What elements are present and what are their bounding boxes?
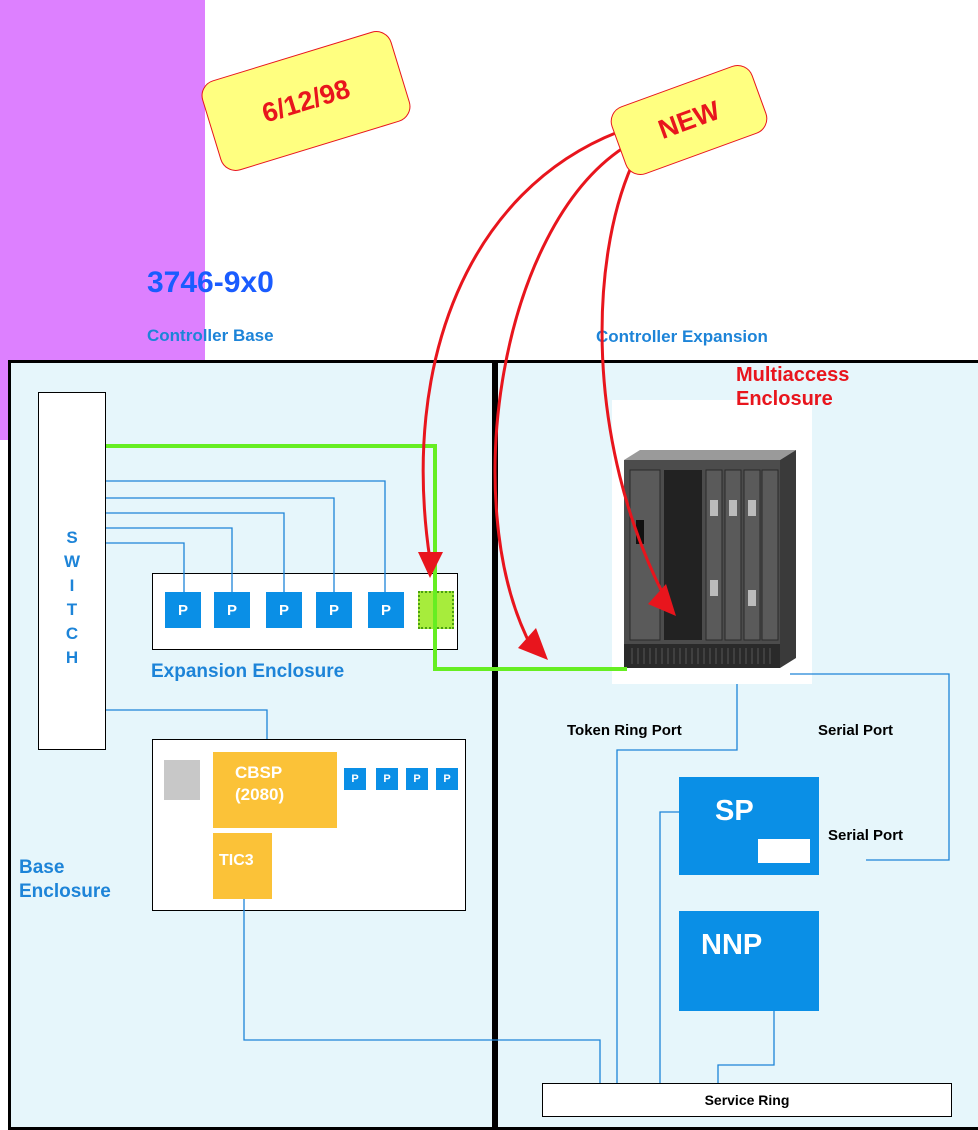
base-enclosure-label: Base Enclosure: [19, 857, 111, 902]
service-ring-box: Service Ring: [542, 1083, 952, 1117]
expansion-p-card: P: [266, 592, 302, 628]
expansion-p-card: P: [214, 592, 250, 628]
expansion-enclosure-box: [152, 573, 458, 650]
tic3-card: TIC3: [213, 833, 272, 899]
new-tag-label: NEW: [654, 94, 724, 145]
expansion-p-card: P: [368, 592, 404, 628]
switch-box: [38, 392, 106, 750]
base-grey-slot: [164, 760, 200, 800]
base-p-card: P: [344, 768, 366, 790]
base-p-card: P: [376, 768, 398, 790]
multiaccess-enclosure-device: [612, 400, 812, 684]
serial-port-label-top: Serial Port: [818, 722, 894, 739]
cbsp-card: CBSP (2080): [213, 752, 337, 828]
arrow-head-icon: [418, 552, 443, 578]
diagram-title: 3746-9x0: [147, 266, 274, 299]
expansion-p-card: P: [316, 592, 352, 628]
sp-serial-slot: [758, 839, 810, 863]
serial-port-label-sp: Serial Port: [828, 827, 904, 844]
controller-expansion-label: Controller Expansion: [596, 327, 768, 346]
expansion-p-card: P: [165, 592, 201, 628]
arrow-head-icon: [518, 628, 548, 660]
token-ring-port-label: Token Ring Port: [567, 722, 682, 739]
switch-label: S W I T C H: [63, 528, 81, 667]
multiaccess-enclosure-label: Multiaccess Enclosure: [736, 364, 850, 410]
date-tag-label: 6/12/98: [258, 73, 354, 129]
controller-base-label: Controller Base: [147, 326, 274, 345]
base-p-card: P: [436, 768, 458, 790]
nnp-box: NNP: [679, 911, 819, 1011]
sp-box: SP: [679, 777, 819, 875]
base-p-card: P: [406, 768, 428, 790]
service-ring-label: Service Ring: [704, 1092, 790, 1108]
sp-label: SP: [715, 795, 754, 827]
nnp-label: NNP: [701, 929, 763, 961]
arrow-head-icon: [648, 584, 676, 616]
expansion-enclosure-label: Expansion Enclosure: [151, 661, 345, 682]
